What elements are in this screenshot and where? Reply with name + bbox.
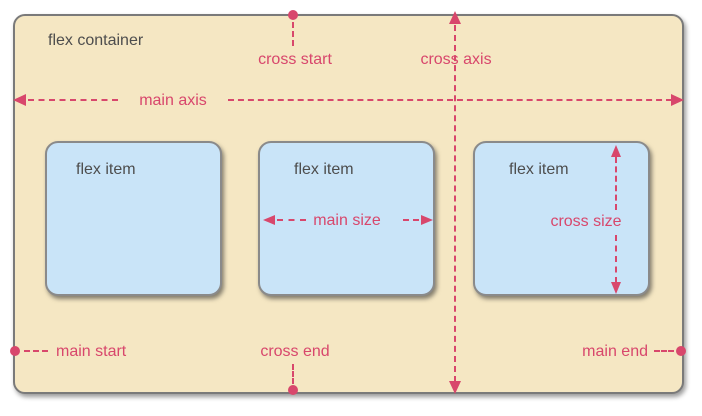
- main-end-dash: [654, 350, 674, 352]
- cross-axis-down-arrowhead-icon: [449, 381, 461, 394]
- cross-end-line: [292, 364, 294, 384]
- cross-size-line-bottom: [615, 235, 617, 283]
- flex-item-label-2: flex item: [294, 161, 354, 178]
- cross-size-label: cross size: [550, 213, 622, 230]
- main-axis-left-arrowhead-icon: [13, 94, 26, 106]
- cross-size-down-arrowhead-icon: [611, 282, 621, 294]
- main-size-right-arrowhead-icon: [421, 215, 433, 225]
- main-size-dash-left: [277, 219, 306, 221]
- main-axis-right-arrowhead-icon: [671, 94, 684, 106]
- main-end-label: main end: [582, 343, 648, 360]
- main-size-dash-right: [403, 219, 429, 221]
- cross-size-line-top: [615, 157, 617, 210]
- flex-container-label: flex container: [48, 32, 144, 49]
- flex-item-box-1: flex item: [45, 141, 222, 296]
- cross-start-line: [292, 22, 294, 46]
- main-axis-dash-left: [28, 99, 118, 101]
- main-axis-dash-right: [228, 99, 672, 101]
- cross-start-label: cross start: [258, 51, 332, 68]
- cross-size-up-arrowhead-icon: [611, 145, 621, 157]
- flex-item-label-3: flex item: [509, 161, 569, 178]
- main-start-dot-icon: [10, 346, 20, 356]
- cross-end-dot-icon: [288, 385, 298, 395]
- flex-item-box-2: flex item main size: [258, 141, 435, 296]
- main-axis-label: main axis: [139, 92, 207, 109]
- cross-end-label: cross end: [260, 343, 330, 360]
- main-size-label: main size: [313, 212, 381, 229]
- flex-item-box-3: flex item cross size: [473, 141, 650, 296]
- cross-axis-line: [454, 25, 456, 382]
- main-start-label: main start: [56, 343, 127, 360]
- flex-item-label-1: flex item: [76, 161, 136, 178]
- cross-axis-up-arrowhead-icon: [449, 11, 461, 24]
- cross-axis-label: cross axis: [420, 51, 492, 68]
- main-start-dash: [24, 350, 48, 352]
- cross-start-dot-icon: [288, 10, 298, 20]
- main-size-left-arrowhead-icon: [263, 215, 275, 225]
- main-end-dot-icon: [676, 346, 686, 356]
